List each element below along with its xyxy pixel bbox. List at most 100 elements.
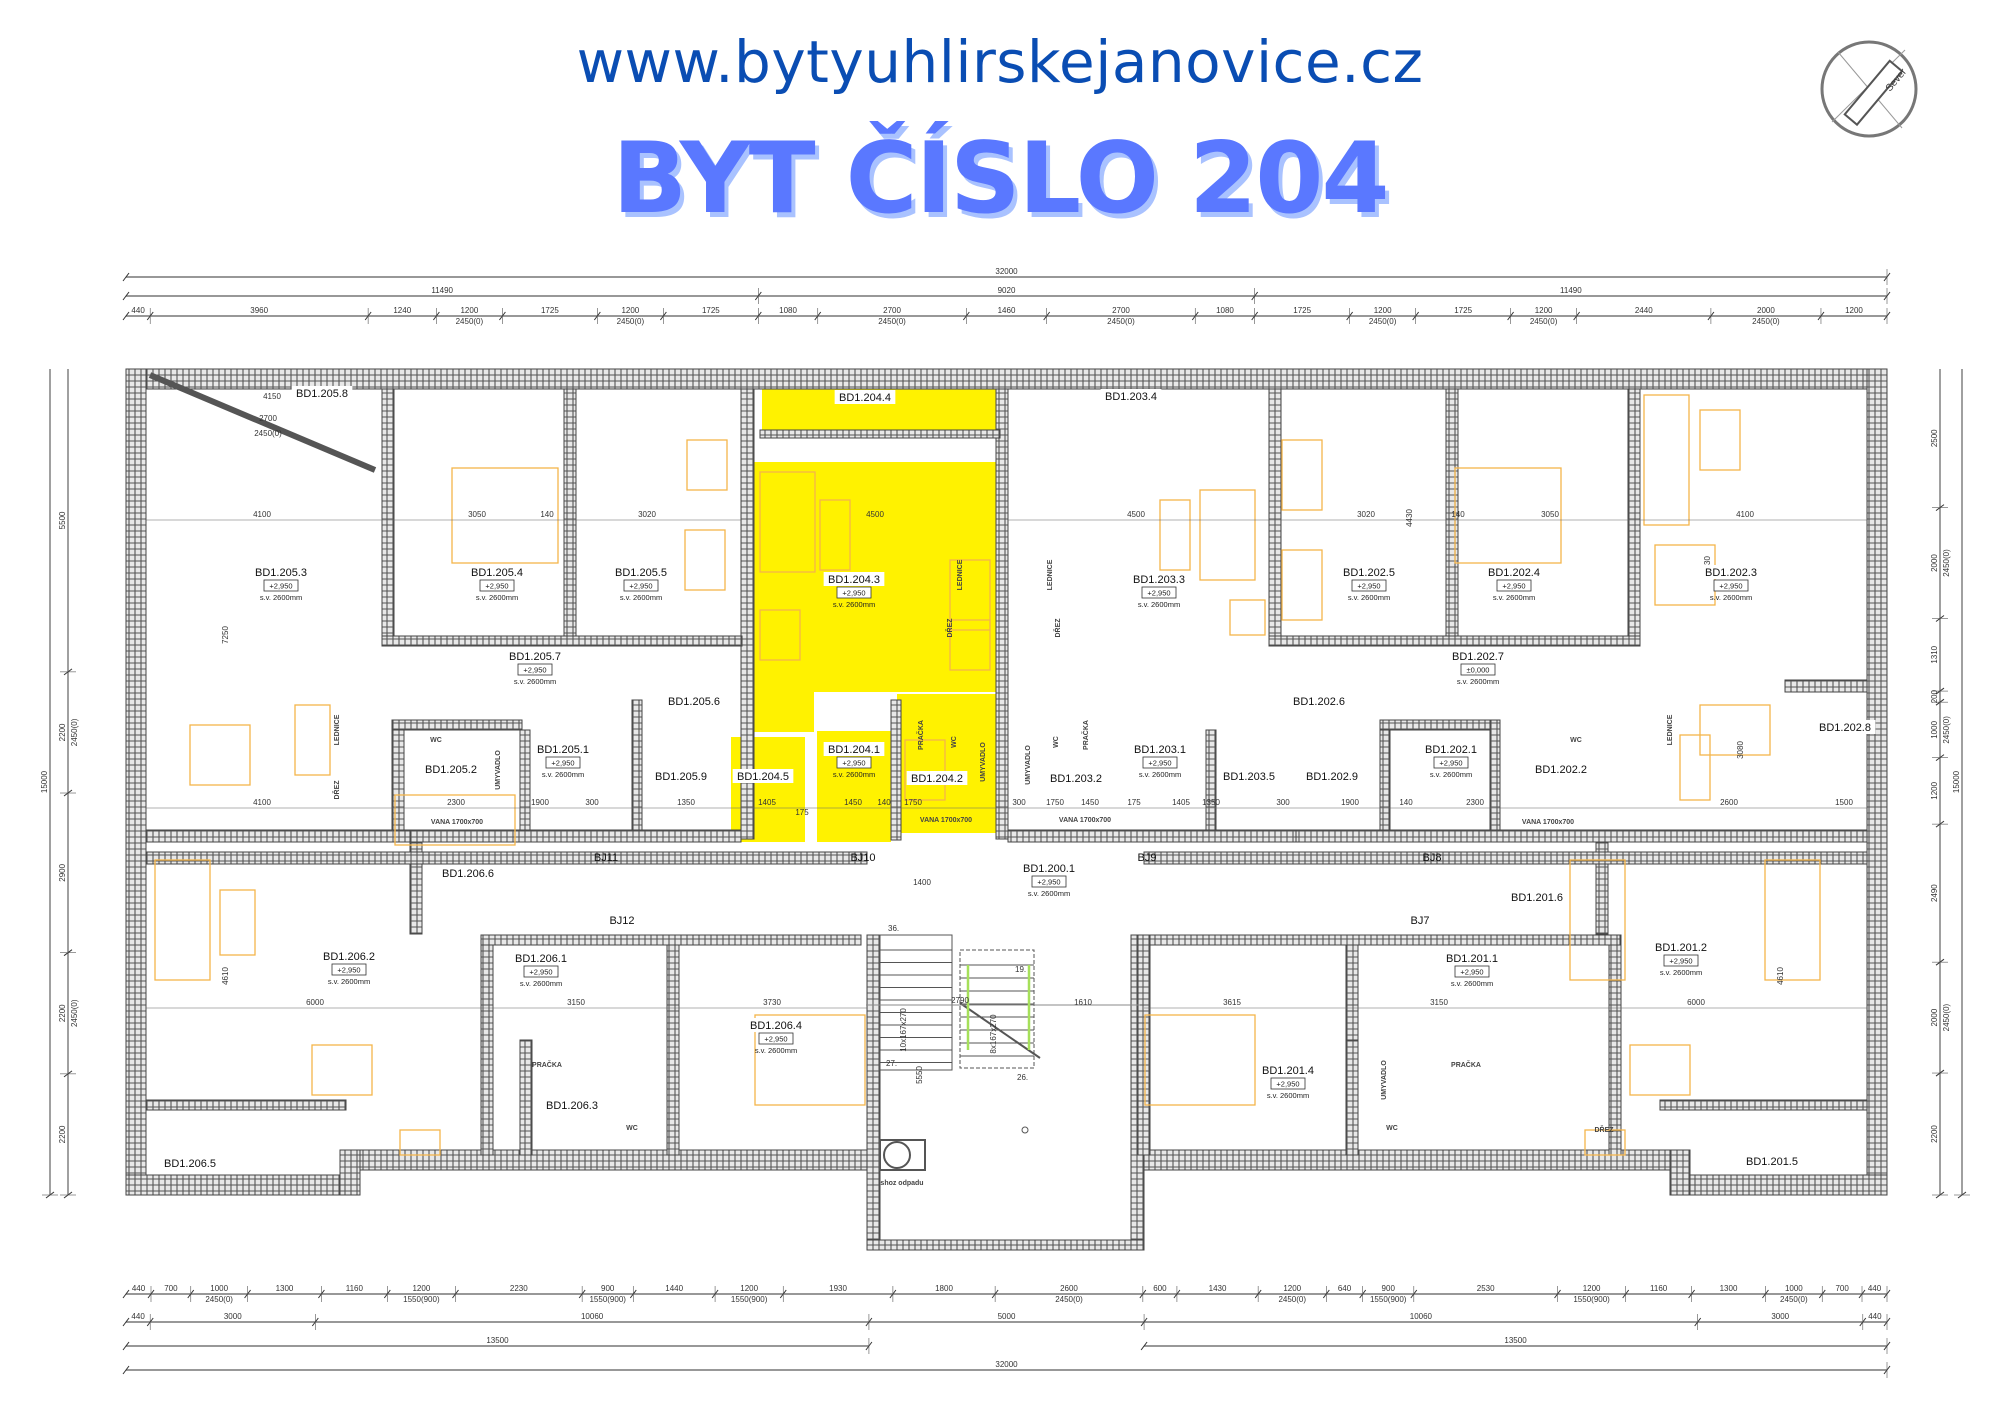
room-level: +2,950 (1460, 968, 1483, 977)
room-id: BD1.202.5 (1343, 567, 1395, 579)
interior-dimension: 4610 (1776, 967, 1785, 985)
dimension-sub-value: 2450(0) (70, 718, 79, 746)
dimension-value: 2200 (58, 723, 67, 741)
dimension-value: 1310 (1930, 645, 1939, 663)
dimension-value: 1800 (935, 1284, 953, 1293)
room-id: BD1.203.3 (1133, 574, 1185, 586)
interior-dimension: 4500 (1127, 510, 1145, 519)
room-height: s.v. 2600mm (833, 600, 875, 609)
room-id: BD1.205.4 (471, 567, 523, 579)
interior-dimension: 4100 (253, 798, 271, 807)
interior-dimension: 175 (795, 808, 809, 817)
room-id: BD1.206.4 (750, 1020, 802, 1032)
dimension-value: 440 (132, 1284, 146, 1293)
room-id: BD1.205.3 (255, 567, 307, 579)
dimension-value: 2200 (1930, 1125, 1939, 1143)
dimension-value: 2440 (1635, 306, 1653, 315)
interior-dimension: 300 (1012, 798, 1026, 807)
room-level: +2,950 (551, 759, 574, 768)
interior-dimension: 2450(0) (254, 429, 282, 438)
room-id: BD1.205.6 (668, 696, 720, 708)
room-height: s.v. 2600mm (1710, 593, 1752, 602)
stair-step-27: 27. (886, 1059, 897, 1068)
room-id: BD1.204.1 (828, 744, 880, 756)
interior-dimension: 1750 (1046, 798, 1064, 807)
room-id: BD1.202.6 (1293, 696, 1345, 708)
room-id: BD1.205.8 (296, 388, 348, 400)
dimension-value: 1460 (998, 306, 1016, 315)
dimension-value: 1930 (829, 1284, 847, 1293)
dimension-sub-value: 2450(0) (1055, 1295, 1083, 1304)
room-level: +2,950 (529, 968, 552, 977)
dimension-value: 5500 (58, 511, 67, 529)
room-height: s.v. 2600mm (1457, 677, 1499, 686)
room-bd1-202-2: BD1.202.2 (1530, 762, 1592, 776)
interior-dimension: 3615 (1223, 998, 1241, 1007)
room-level: +2,950 (1147, 589, 1170, 598)
room-id: BD1.204.5 (737, 771, 789, 783)
dimension-value: 900 (601, 1284, 615, 1293)
dimension-value: 1725 (702, 306, 720, 315)
room-level: +2,950 (1502, 582, 1525, 591)
interior-dimension: 4100 (253, 510, 271, 519)
dimension-sub-value: 2450(0) (205, 1295, 233, 1304)
dimension-right-total: 15000 (1952, 369, 1970, 1199)
room-level: +2,950 (1357, 582, 1380, 591)
fixture-dřez: DŘEZ (1053, 618, 1062, 638)
dimension-value: 1160 (346, 1284, 364, 1293)
interior-dimension: 1450 (1081, 798, 1099, 807)
interior-dimension: 6000 (1687, 998, 1705, 1007)
fixture-wc: WC (1386, 1125, 1398, 1132)
fixture-pračka: PRAČKA (1081, 720, 1090, 750)
interior-dimension: 140 (1451, 510, 1465, 519)
room-id: BD1.201.1 (1446, 953, 1498, 965)
dimension-value: 2490 (1930, 884, 1939, 902)
dimension-sub-value: 2450(0) (1278, 1295, 1306, 1304)
room-bd1-206-6: BD1.206.6 (437, 866, 499, 880)
room-id: BD1.204.2 (911, 773, 963, 785)
interior-dimension: 4930 (1703, 556, 1712, 574)
dimension-value: 1000 (210, 1284, 228, 1293)
dimension-value: 11490 (431, 286, 453, 295)
room-level: +2,950 (842, 759, 865, 768)
dimension-value: 10060 (1410, 1312, 1433, 1321)
door-label-bj11: BJ11 (594, 852, 618, 864)
room-id: BD1.202.9 (1306, 771, 1358, 783)
room-height: s.v. 2600mm (1138, 600, 1180, 609)
fixture-wc: WC (951, 736, 958, 748)
room-level: +2,950 (523, 666, 546, 675)
room-height: s.v. 2600mm (1451, 979, 1493, 988)
stair-flight-1: 10x167x270 (899, 1008, 908, 1052)
door-label-bj8: BJ8 (1423, 852, 1442, 864)
room-height: s.v. 2600mm (476, 593, 518, 602)
fixture-vana: VANA 1700x700 (1059, 817, 1111, 824)
dimension-value: 1725 (1454, 306, 1472, 315)
dimension-value: 640 (1338, 1284, 1352, 1293)
dimension-value: 1725 (541, 306, 559, 315)
dimension-value: 1080 (1216, 306, 1234, 315)
waste-chute-icon (883, 1141, 911, 1169)
walls (125, 368, 1888, 1251)
stair-flight-2: 8x167x270 (989, 1014, 998, 1054)
room-id: BD1.202.1 (1425, 744, 1477, 756)
room-id: BD1.204.4 (839, 392, 891, 404)
fixture-wc: WC (1053, 736, 1060, 748)
room-id: BD1.202.7 (1452, 651, 1504, 663)
room-bd1-201-6: BD1.201.6 (1506, 890, 1568, 904)
waste-chute (879, 1139, 926, 1171)
stair-step-36: 36. (888, 924, 899, 933)
interior-dimension: 140 (1399, 798, 1413, 807)
